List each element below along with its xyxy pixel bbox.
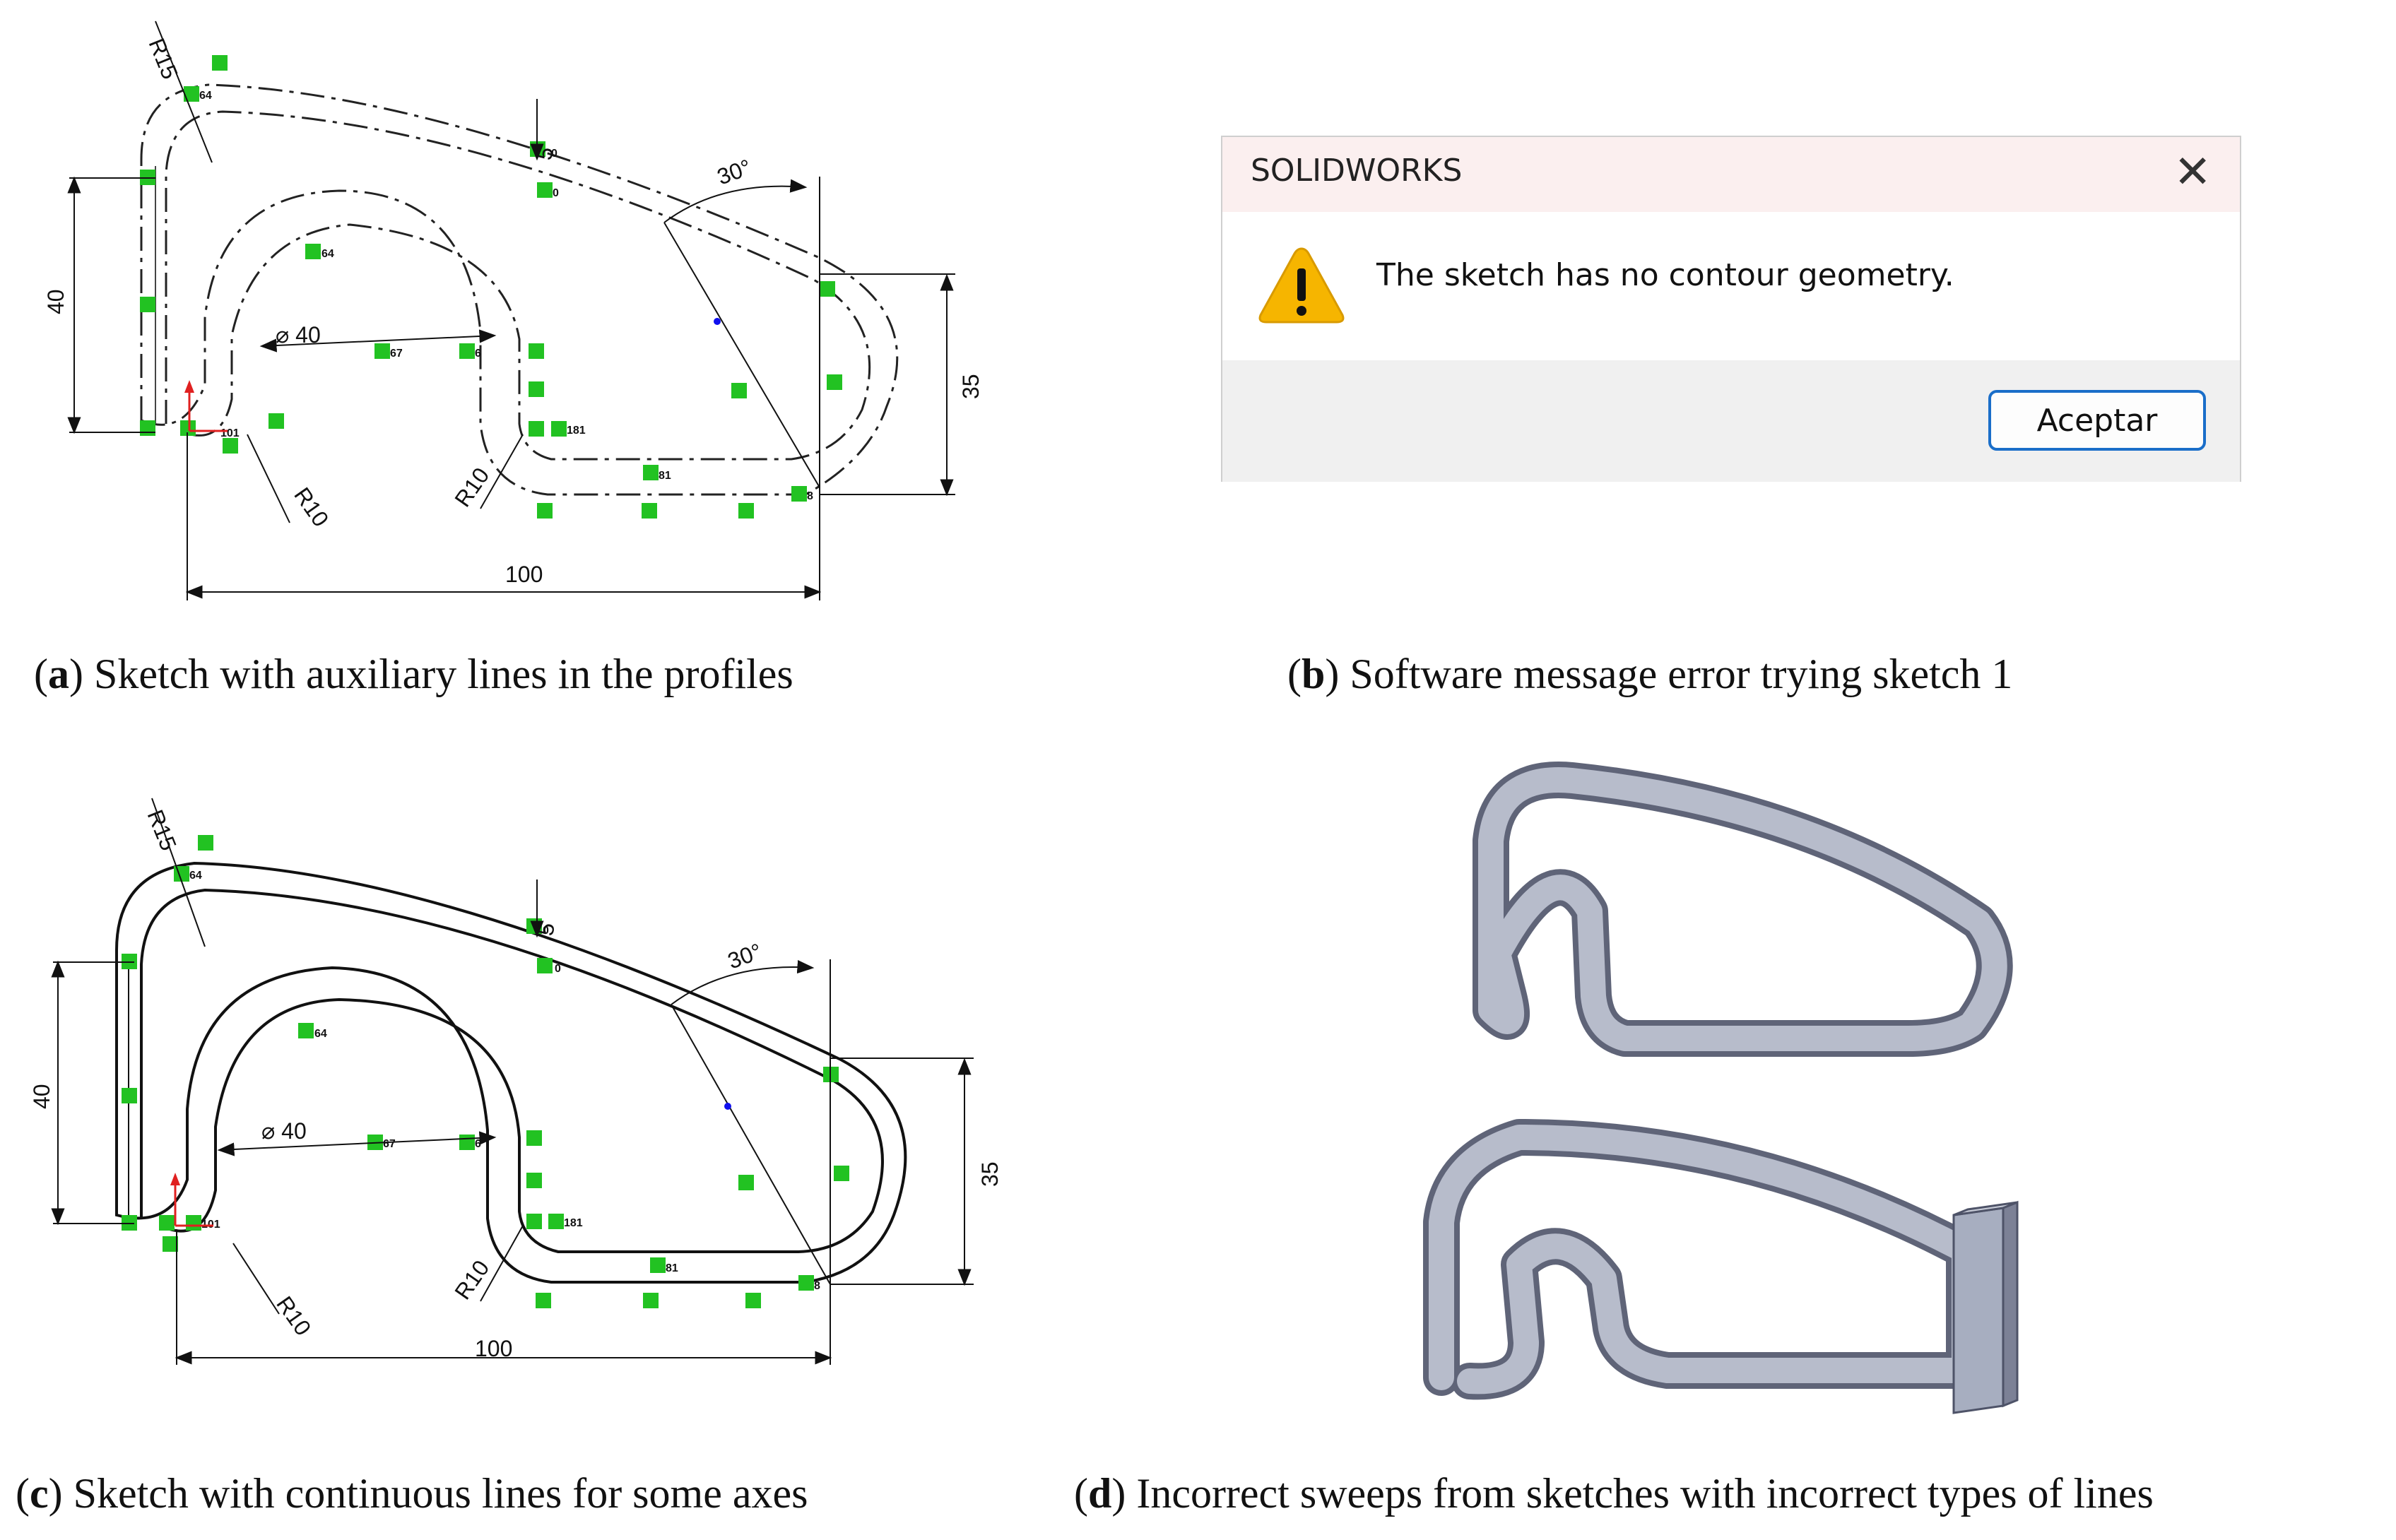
- svg-text:⌀ 40: ⌀ 40: [261, 1118, 307, 1144]
- svg-text:R10: R10: [271, 1291, 316, 1340]
- svg-text:0: 0: [551, 148, 557, 160]
- svg-text:81: 81: [659, 470, 671, 482]
- aceptar-button[interactable]: Aceptar: [1988, 390, 2206, 451]
- svg-text:40: 40: [29, 1084, 54, 1109]
- dialog-title: SOLIDWORKS: [1251, 153, 1463, 189]
- sweep-part-top: [1473, 762, 2013, 1057]
- svg-text:100: 100: [475, 1336, 512, 1361]
- outer-profile-path: [140, 83, 899, 496]
- svg-text:6: 6: [475, 1138, 481, 1150]
- svg-text:101: 101: [220, 427, 240, 439]
- svg-text:40: 40: [43, 289, 69, 314]
- warning-icon: [1258, 247, 1345, 324]
- inner-profile-path: [165, 110, 871, 461]
- svg-text:0: 0: [553, 187, 559, 199]
- svg-text:R15: R15: [143, 806, 182, 854]
- caption-c: (c) Sketch with continuous lines for som…: [16, 1470, 808, 1517]
- sketch-panel-a: 64 64 0 0 67 6 101 181 81 8 R15 40 5 30°…: [43, 20, 984, 600]
- svg-text:30°: 30°: [714, 154, 755, 189]
- svg-text:67: 67: [390, 348, 403, 360]
- svg-text:R10: R10: [449, 463, 494, 511]
- svg-text:35: 35: [958, 374, 984, 399]
- svg-text:8: 8: [807, 490, 813, 502]
- svg-text:181: 181: [564, 1217, 583, 1229]
- svg-text:R15: R15: [144, 35, 183, 83]
- svg-text:100: 100: [505, 562, 543, 587]
- svg-text:8: 8: [814, 1280, 820, 1292]
- dialog-message: The sketch has no contour geometry.: [1376, 257, 1954, 293]
- dialog-footer: Aceptar: [1222, 360, 2240, 482]
- sketch-panel-c: 64 64 0 0 67 6 101 181 81 8 R15 40 5 30°…: [29, 798, 1003, 1365]
- svg-text:0: 0: [543, 925, 549, 937]
- svg-text:5: 5: [531, 145, 558, 162]
- svg-text:⌀ 40: ⌀ 40: [276, 322, 321, 348]
- svg-text:64: 64: [189, 870, 202, 882]
- svg-text:64: 64: [199, 90, 212, 102]
- svg-text:64: 64: [321, 248, 334, 260]
- dialog-body: The sketch has no contour geometry.: [1222, 212, 2240, 360]
- caption-a: (a) Sketch with auxiliary lines in the p…: [34, 651, 793, 697]
- inner-profile-path: [140, 888, 884, 1253]
- svg-text:R10: R10: [289, 482, 334, 531]
- svg-text:5: 5: [532, 920, 560, 937]
- caption-b: (b) Software message error trying sketch…: [1287, 651, 2013, 697]
- sweep-block: [1952, 1200, 2019, 1414]
- svg-text:0: 0: [555, 963, 561, 975]
- svg-text:35: 35: [977, 1161, 1003, 1187]
- solidworks-dialog: SOLIDWORKS ✕ The sketch has no contour g…: [1221, 136, 2241, 482]
- outer-profile-path: [115, 861, 907, 1284]
- sweep-part-bottom: [1423, 1119, 1983, 1400]
- dialog-titlebar: SOLIDWORKS ✕: [1222, 137, 2240, 212]
- svg-text:30°: 30°: [724, 938, 765, 973]
- sweep-render-panel: [1423, 762, 2019, 1414]
- svg-text:181: 181: [567, 425, 586, 437]
- caption-d: (d) Incorrect sweeps from sketches with …: [1074, 1470, 2154, 1517]
- relation-markers: [140, 55, 842, 519]
- svg-text:6: 6: [475, 348, 481, 360]
- svg-text:R10: R10: [449, 1255, 494, 1304]
- svg-text:81: 81: [666, 1262, 678, 1274]
- svg-text:64: 64: [314, 1028, 327, 1040]
- close-icon[interactable]: ✕: [2173, 146, 2212, 199]
- svg-text:67: 67: [383, 1138, 396, 1150]
